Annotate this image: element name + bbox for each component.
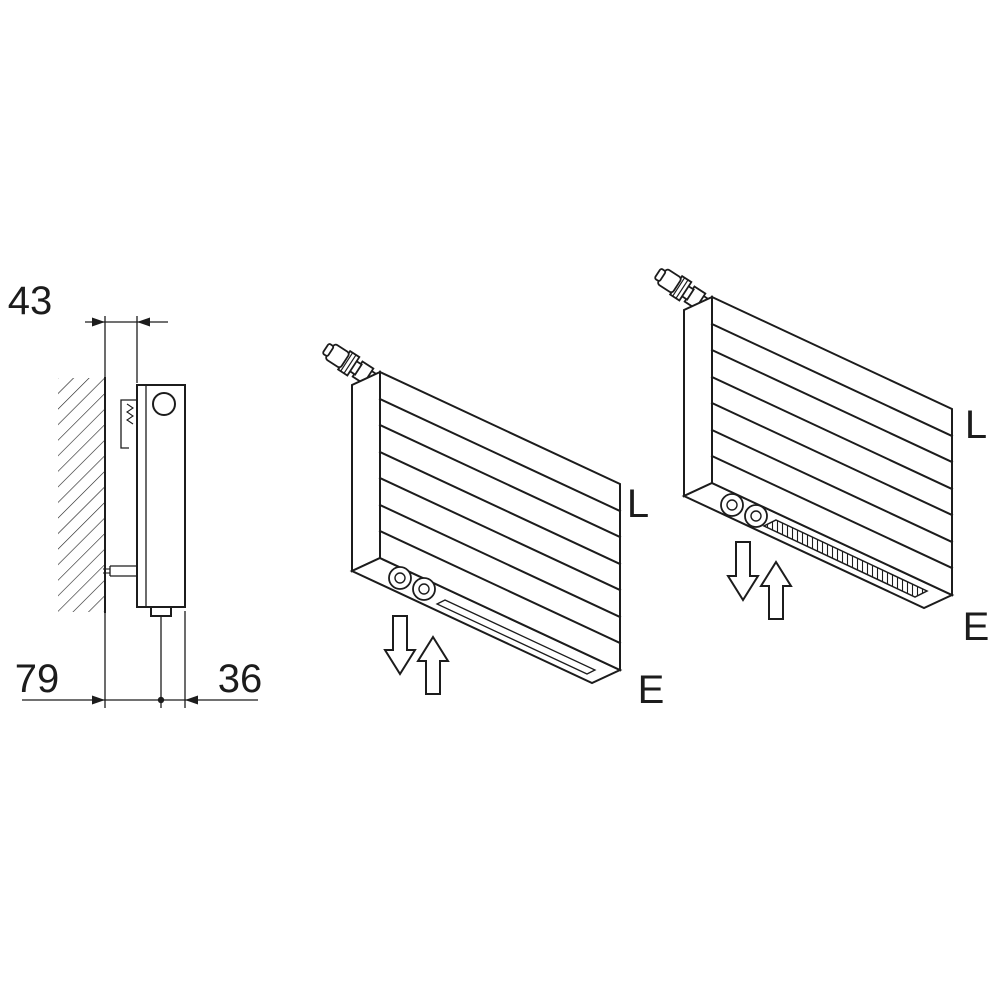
convector-grille — [762, 519, 929, 598]
upper-bracket — [120, 399, 137, 449]
dim-bottom-arrow-right — [185, 695, 198, 705]
dim-bottom-arrow-left — [92, 695, 105, 705]
dim-top-label: 43 — [8, 279, 53, 323]
dim-bottom-left-label: 79 — [15, 657, 60, 701]
wall-hatch — [58, 378, 105, 612]
airflow-up-arrow — [416, 635, 450, 695]
end-label: E — [638, 668, 665, 712]
length-label: L — [627, 482, 649, 526]
front-face — [711, 295, 953, 597]
end-face-left — [351, 370, 381, 573]
top-tapping-circle — [152, 392, 176, 416]
bottom-connections — [388, 566, 436, 601]
airflow-down-arrow — [726, 541, 760, 602]
bottom-connections — [720, 493, 768, 528]
radiator-middle: L E — [318, 338, 665, 712]
dim-bottom-right-label: 36 — [218, 657, 263, 701]
radiator-right: L E — [650, 263, 990, 649]
side-view: 43 79 36 — [8, 279, 263, 708]
bottom-channel-slot — [435, 599, 597, 675]
airflow-up-arrow — [759, 560, 793, 620]
dim-bottom-reference-dot — [157, 696, 165, 704]
bottom-connection-block — [150, 606, 172, 617]
front-face-ribs — [378, 397, 622, 645]
length-label: L — [965, 403, 987, 447]
end-face-left — [683, 295, 713, 498]
lower-bracket — [103, 565, 137, 577]
front-face — [379, 370, 621, 672]
dim-top-arrow-right — [137, 317, 150, 327]
front-face-ribs — [710, 322, 954, 570]
dim-top-arrow-left — [92, 317, 105, 327]
radiator-side-profile — [136, 384, 186, 708]
end-label: E — [963, 605, 990, 649]
airflow-down-arrow — [383, 615, 417, 676]
